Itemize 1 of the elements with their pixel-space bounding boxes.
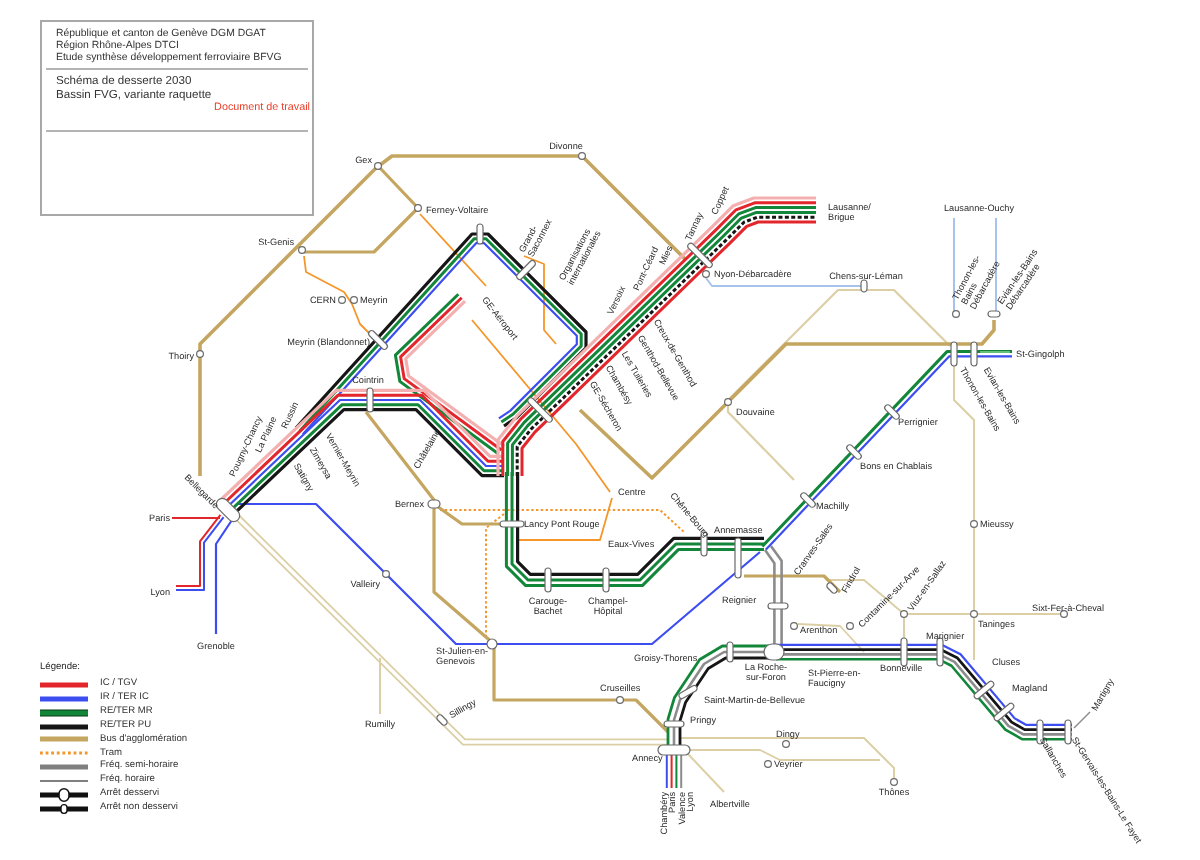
title-block [40,20,314,216]
